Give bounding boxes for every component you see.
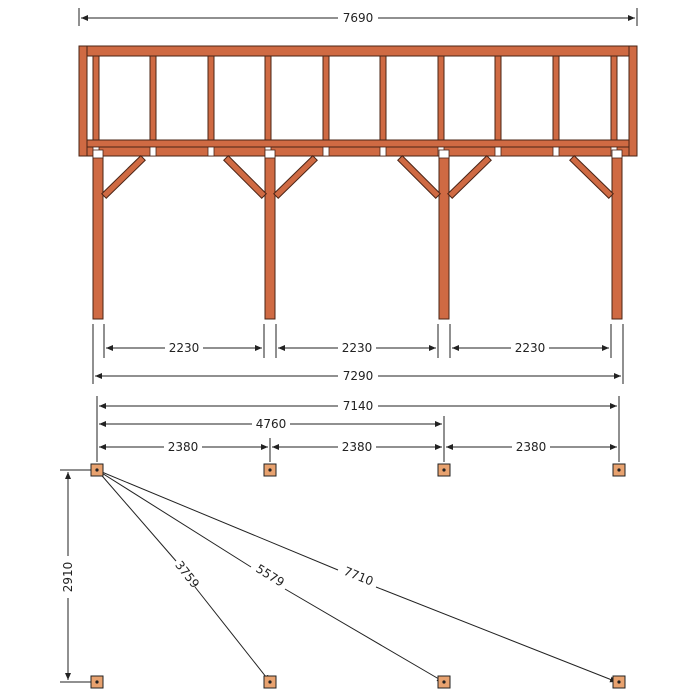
elevation-view: 7690 2230 22 bbox=[78, 8, 638, 384]
outer-posts-label: 7290 bbox=[343, 369, 374, 383]
outer-posts-dimension: 7290 bbox=[92, 324, 624, 384]
diagonal-label-1: 3759 bbox=[172, 558, 202, 591]
knee-brace bbox=[447, 155, 492, 199]
knee-brace bbox=[223, 155, 267, 199]
diagonal-line bbox=[194, 586, 271, 683]
post-cap bbox=[611, 149, 623, 159]
baluster bbox=[207, 55, 215, 141]
knee-brace bbox=[397, 155, 441, 199]
plan-depth-label: 2910 bbox=[61, 562, 75, 593]
diagonal-label-2: 5579 bbox=[253, 562, 286, 590]
post-cap bbox=[438, 149, 450, 159]
post-spacing-label-1: 2230 bbox=[169, 341, 200, 355]
overall-width-dimension: 7690 bbox=[78, 8, 638, 26]
baluster-joint bbox=[322, 146, 330, 157]
baluster-joint bbox=[494, 146, 502, 157]
baluster-joint bbox=[149, 146, 157, 157]
diagonal-line bbox=[96, 469, 177, 562]
footing-center bbox=[442, 680, 446, 684]
roof-frame bbox=[78, 45, 638, 157]
post-cap bbox=[92, 149, 104, 159]
knee-brace bbox=[101, 155, 146, 199]
baluster bbox=[437, 55, 445, 141]
footing-center bbox=[617, 680, 621, 684]
footings bbox=[90, 463, 626, 689]
baluster bbox=[264, 55, 272, 141]
baluster-joint bbox=[379, 146, 387, 157]
end-upright-right bbox=[628, 45, 638, 157]
baluster bbox=[552, 55, 560, 141]
plan-depth-dimension: 2910 bbox=[60, 469, 91, 683]
plan-module-label-3: 2380 bbox=[516, 440, 547, 454]
post-spacing-label-2: 2230 bbox=[342, 341, 373, 355]
post bbox=[264, 155, 276, 320]
diagonal-line bbox=[375, 586, 618, 683]
baluster-joint bbox=[552, 146, 560, 157]
footing-center bbox=[617, 468, 621, 472]
footing-center bbox=[268, 680, 272, 684]
baluster bbox=[322, 55, 330, 141]
baluster bbox=[494, 55, 502, 141]
post-spacing-dimension: 2230 2230 2230 bbox=[103, 324, 612, 358]
plan-module-label-2: 2380 bbox=[342, 440, 373, 454]
post bbox=[92, 155, 104, 320]
plan-diagonals: 3759 5579 7710 bbox=[96, 469, 618, 683]
diagonal-line bbox=[284, 588, 445, 683]
plan-partial-dimension: 4760 bbox=[99, 416, 445, 462]
end-upright-left bbox=[78, 45, 88, 157]
plan-total-dimension: 7140 bbox=[96, 396, 620, 462]
posts bbox=[92, 149, 623, 320]
diagonal-line bbox=[96, 469, 252, 568]
overall-width-label: 7690 bbox=[343, 11, 374, 25]
plan-module-label-1: 2380 bbox=[168, 440, 199, 454]
baluster bbox=[379, 55, 387, 141]
plan-total-label: 7140 bbox=[343, 399, 374, 413]
post-cap bbox=[264, 149, 276, 159]
post-spacing-label-3: 2230 bbox=[515, 341, 546, 355]
diagonal-line bbox=[96, 469, 339, 571]
baluster bbox=[610, 55, 618, 141]
knee-brace bbox=[569, 155, 614, 199]
diagonal-label-3: 7710 bbox=[342, 564, 376, 588]
baluster-joint bbox=[207, 146, 215, 157]
post bbox=[611, 155, 623, 320]
footing-center bbox=[95, 680, 99, 684]
foundation-plan: 7140 4760 2380 2380 2380 bbox=[60, 396, 626, 689]
baluster bbox=[92, 55, 100, 141]
top-rail bbox=[78, 45, 638, 57]
knee-brace bbox=[273, 155, 318, 199]
mid-rail bbox=[78, 139, 638, 148]
post bbox=[438, 155, 450, 320]
plan-partial-label: 4760 bbox=[256, 417, 287, 431]
baluster bbox=[149, 55, 157, 141]
braces bbox=[101, 155, 614, 199]
footing-center bbox=[442, 468, 446, 472]
footing-center bbox=[268, 468, 272, 472]
plan-module-dimensions: 2380 2380 2380 bbox=[99, 438, 617, 462]
footing-center bbox=[95, 468, 99, 472]
